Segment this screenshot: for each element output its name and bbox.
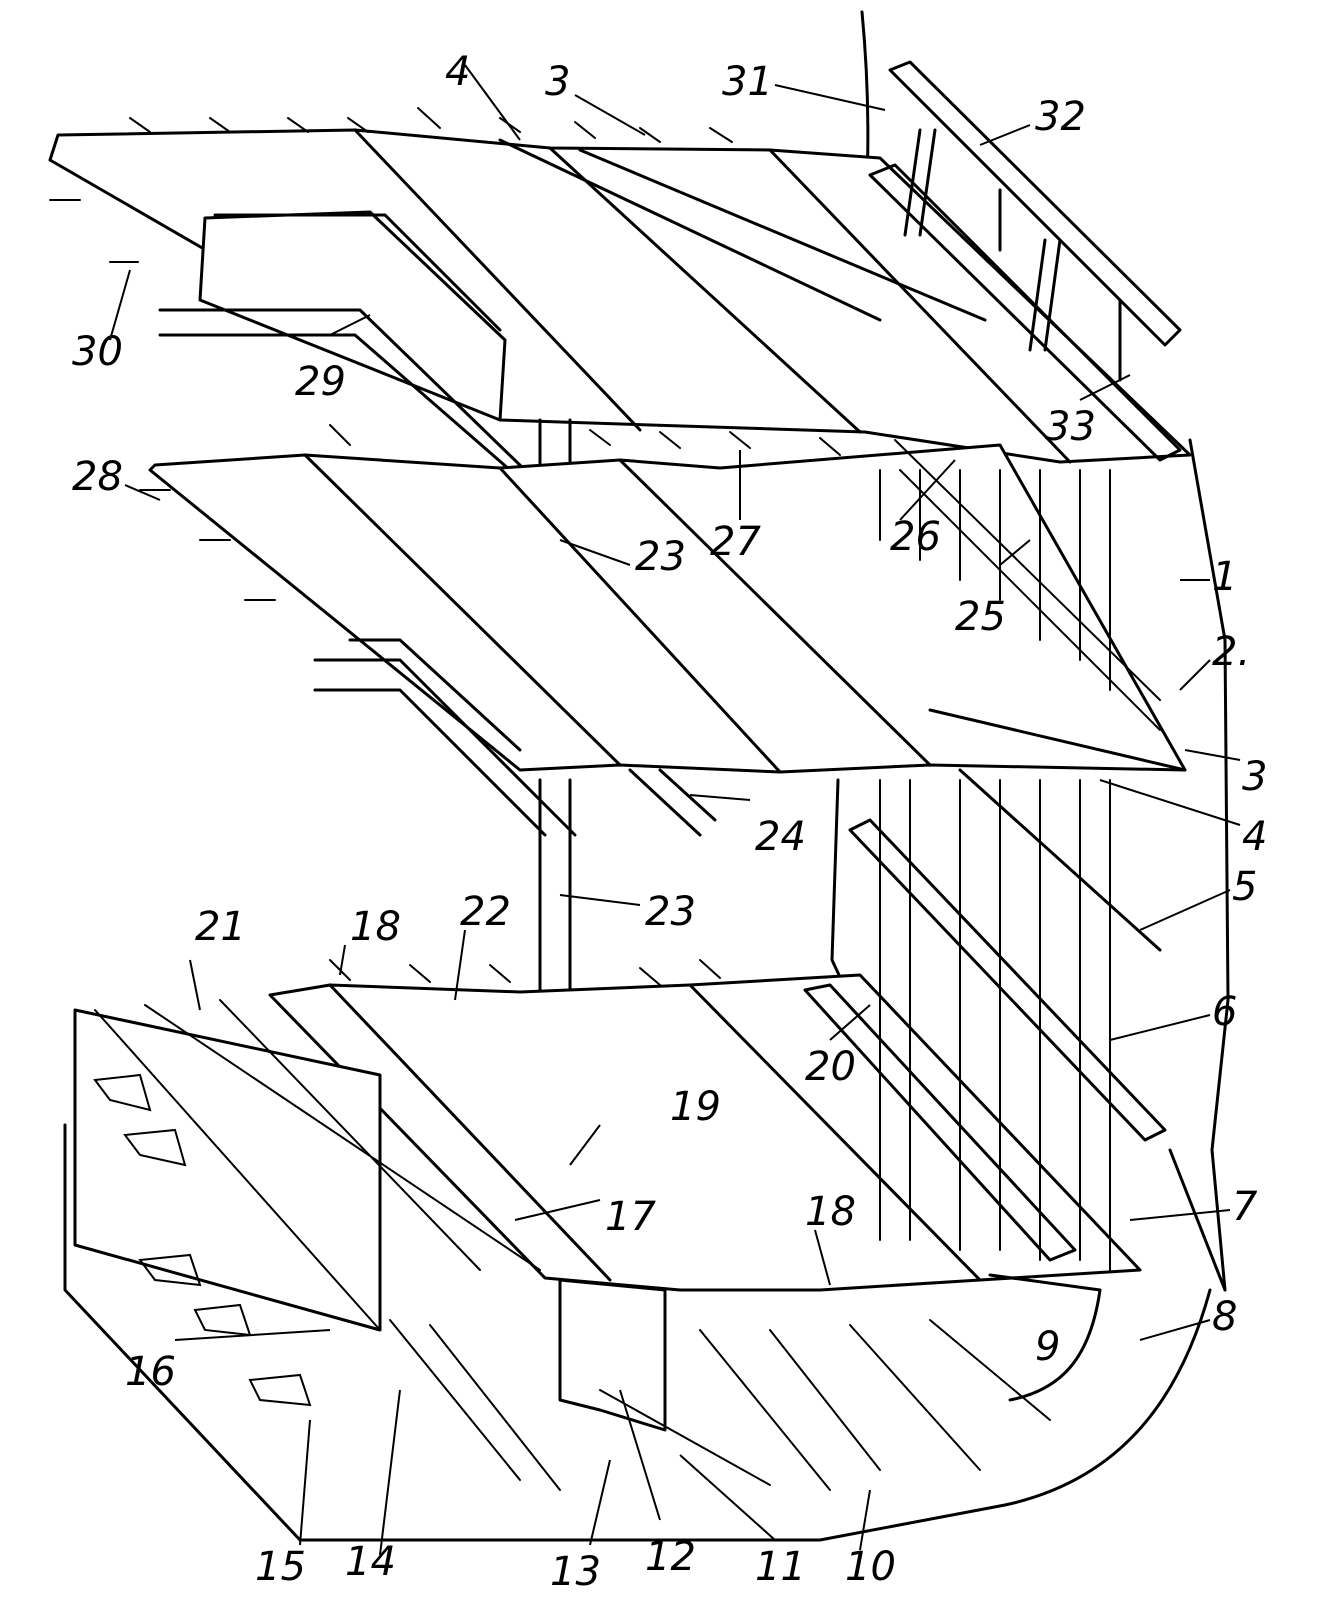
label-29: 29 xyxy=(295,359,346,405)
label-22: 22 xyxy=(460,889,511,935)
label-3-right: 3 xyxy=(1242,754,1267,800)
label-11: 11 xyxy=(755,1544,806,1590)
label-10: 10 xyxy=(845,1544,896,1590)
label-32: 32 xyxy=(1035,94,1086,140)
label-18-top: 18 xyxy=(350,904,401,950)
label-27: 27 xyxy=(710,519,761,565)
label-17: 17 xyxy=(605,1194,656,1240)
label-15: 15 xyxy=(255,1544,306,1590)
label-24: 24 xyxy=(755,814,806,860)
label-21: 21 xyxy=(195,904,246,950)
label-25: 25 xyxy=(955,594,1006,640)
label-31: 31 xyxy=(722,59,773,105)
label-16: 16 xyxy=(125,1349,176,1395)
callout-labels: 1 2. 3 4 5 6 7 8 9 10 11 12 13 14 15 16 … xyxy=(72,49,1267,1595)
label-12: 12 xyxy=(645,1534,696,1580)
label-19: 19 xyxy=(670,1084,721,1130)
label-28: 28 xyxy=(72,454,123,500)
label-4-top: 4 xyxy=(445,49,470,95)
label-2: 2. xyxy=(1212,629,1250,675)
label-14: 14 xyxy=(345,1539,396,1585)
label-4-right: 4 xyxy=(1242,814,1267,860)
label-33: 33 xyxy=(1045,404,1096,450)
label-18-bottom: 18 xyxy=(805,1189,856,1235)
label-20: 20 xyxy=(805,1044,856,1090)
lower-deck xyxy=(268,768,1167,1292)
label-8: 8 xyxy=(1212,1294,1237,1340)
label-5: 5 xyxy=(1232,864,1257,910)
label-1: 1 xyxy=(1212,554,1237,600)
label-3-top: 3 xyxy=(545,59,570,105)
double-bottom xyxy=(63,999,1212,1542)
label-23-upper: 23 xyxy=(635,534,686,580)
label-30: 30 xyxy=(72,329,123,375)
label-6: 6 xyxy=(1212,989,1237,1035)
label-9: 9 xyxy=(1035,1324,1060,1370)
label-26: 26 xyxy=(890,514,941,560)
leader-lines xyxy=(109,64,1241,1556)
label-13: 13 xyxy=(550,1549,601,1595)
label-7: 7 xyxy=(1232,1184,1258,1230)
label-23-lower: 23 xyxy=(645,889,696,935)
